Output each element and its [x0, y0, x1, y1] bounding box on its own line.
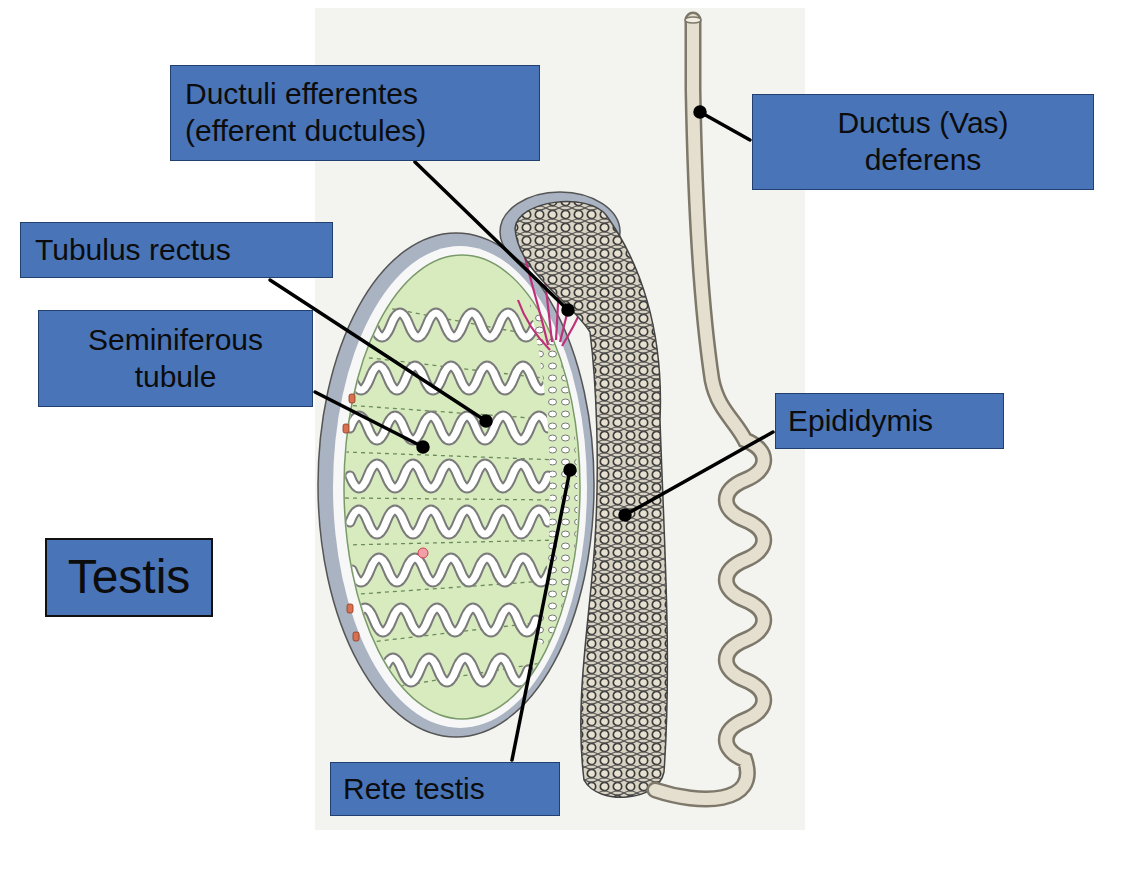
tunica-albuginea — [318, 233, 594, 737]
part-label: Epididymis — [788, 403, 933, 440]
vas-deferens-tube — [655, 17, 764, 799]
leader-dot — [620, 510, 630, 520]
leader-dot — [563, 305, 573, 315]
leader-line — [415, 162, 568, 310]
leader-lines — [270, 107, 773, 760]
callout-box: Seminiferous tubule — [38, 310, 313, 407]
callout-box: Epididymis — [775, 393, 1004, 449]
tubule-cross-section — [418, 548, 428, 558]
callout-box: Rete testis — [330, 762, 560, 816]
part-label: Tubulus rectus — [35, 232, 231, 269]
leader-line — [625, 432, 773, 515]
epididymis-coils — [515, 202, 667, 798]
leader-dot — [418, 442, 428, 452]
title-box: Testis — [45, 538, 213, 617]
part-label: Ductuli efferentes (efferent ductules) — [185, 76, 520, 149]
testis-parenchyma — [344, 255, 580, 719]
rete-network — [530, 290, 577, 660]
leader-dot — [565, 465, 575, 475]
part-label: Ductus (Vas) deferens — [808, 105, 1038, 178]
callout-box: Ductuli efferentes (efferent ductules) — [170, 65, 540, 161]
seminiferous-tubules — [350, 313, 550, 682]
callout-box: Tubulus rectus — [20, 222, 333, 278]
part-label: Rete testis — [343, 771, 485, 808]
part-label: Seminiferous tubule — [61, 322, 291, 395]
leader-dot — [695, 107, 705, 117]
callout-box: Ductus (Vas) deferens — [752, 94, 1094, 190]
capsule-vessels — [343, 394, 359, 641]
leader-dot — [481, 416, 491, 426]
leader-line — [700, 112, 750, 140]
diagram-title: Testis — [68, 548, 191, 607]
leader-line — [512, 470, 570, 760]
leader-line — [315, 392, 423, 447]
